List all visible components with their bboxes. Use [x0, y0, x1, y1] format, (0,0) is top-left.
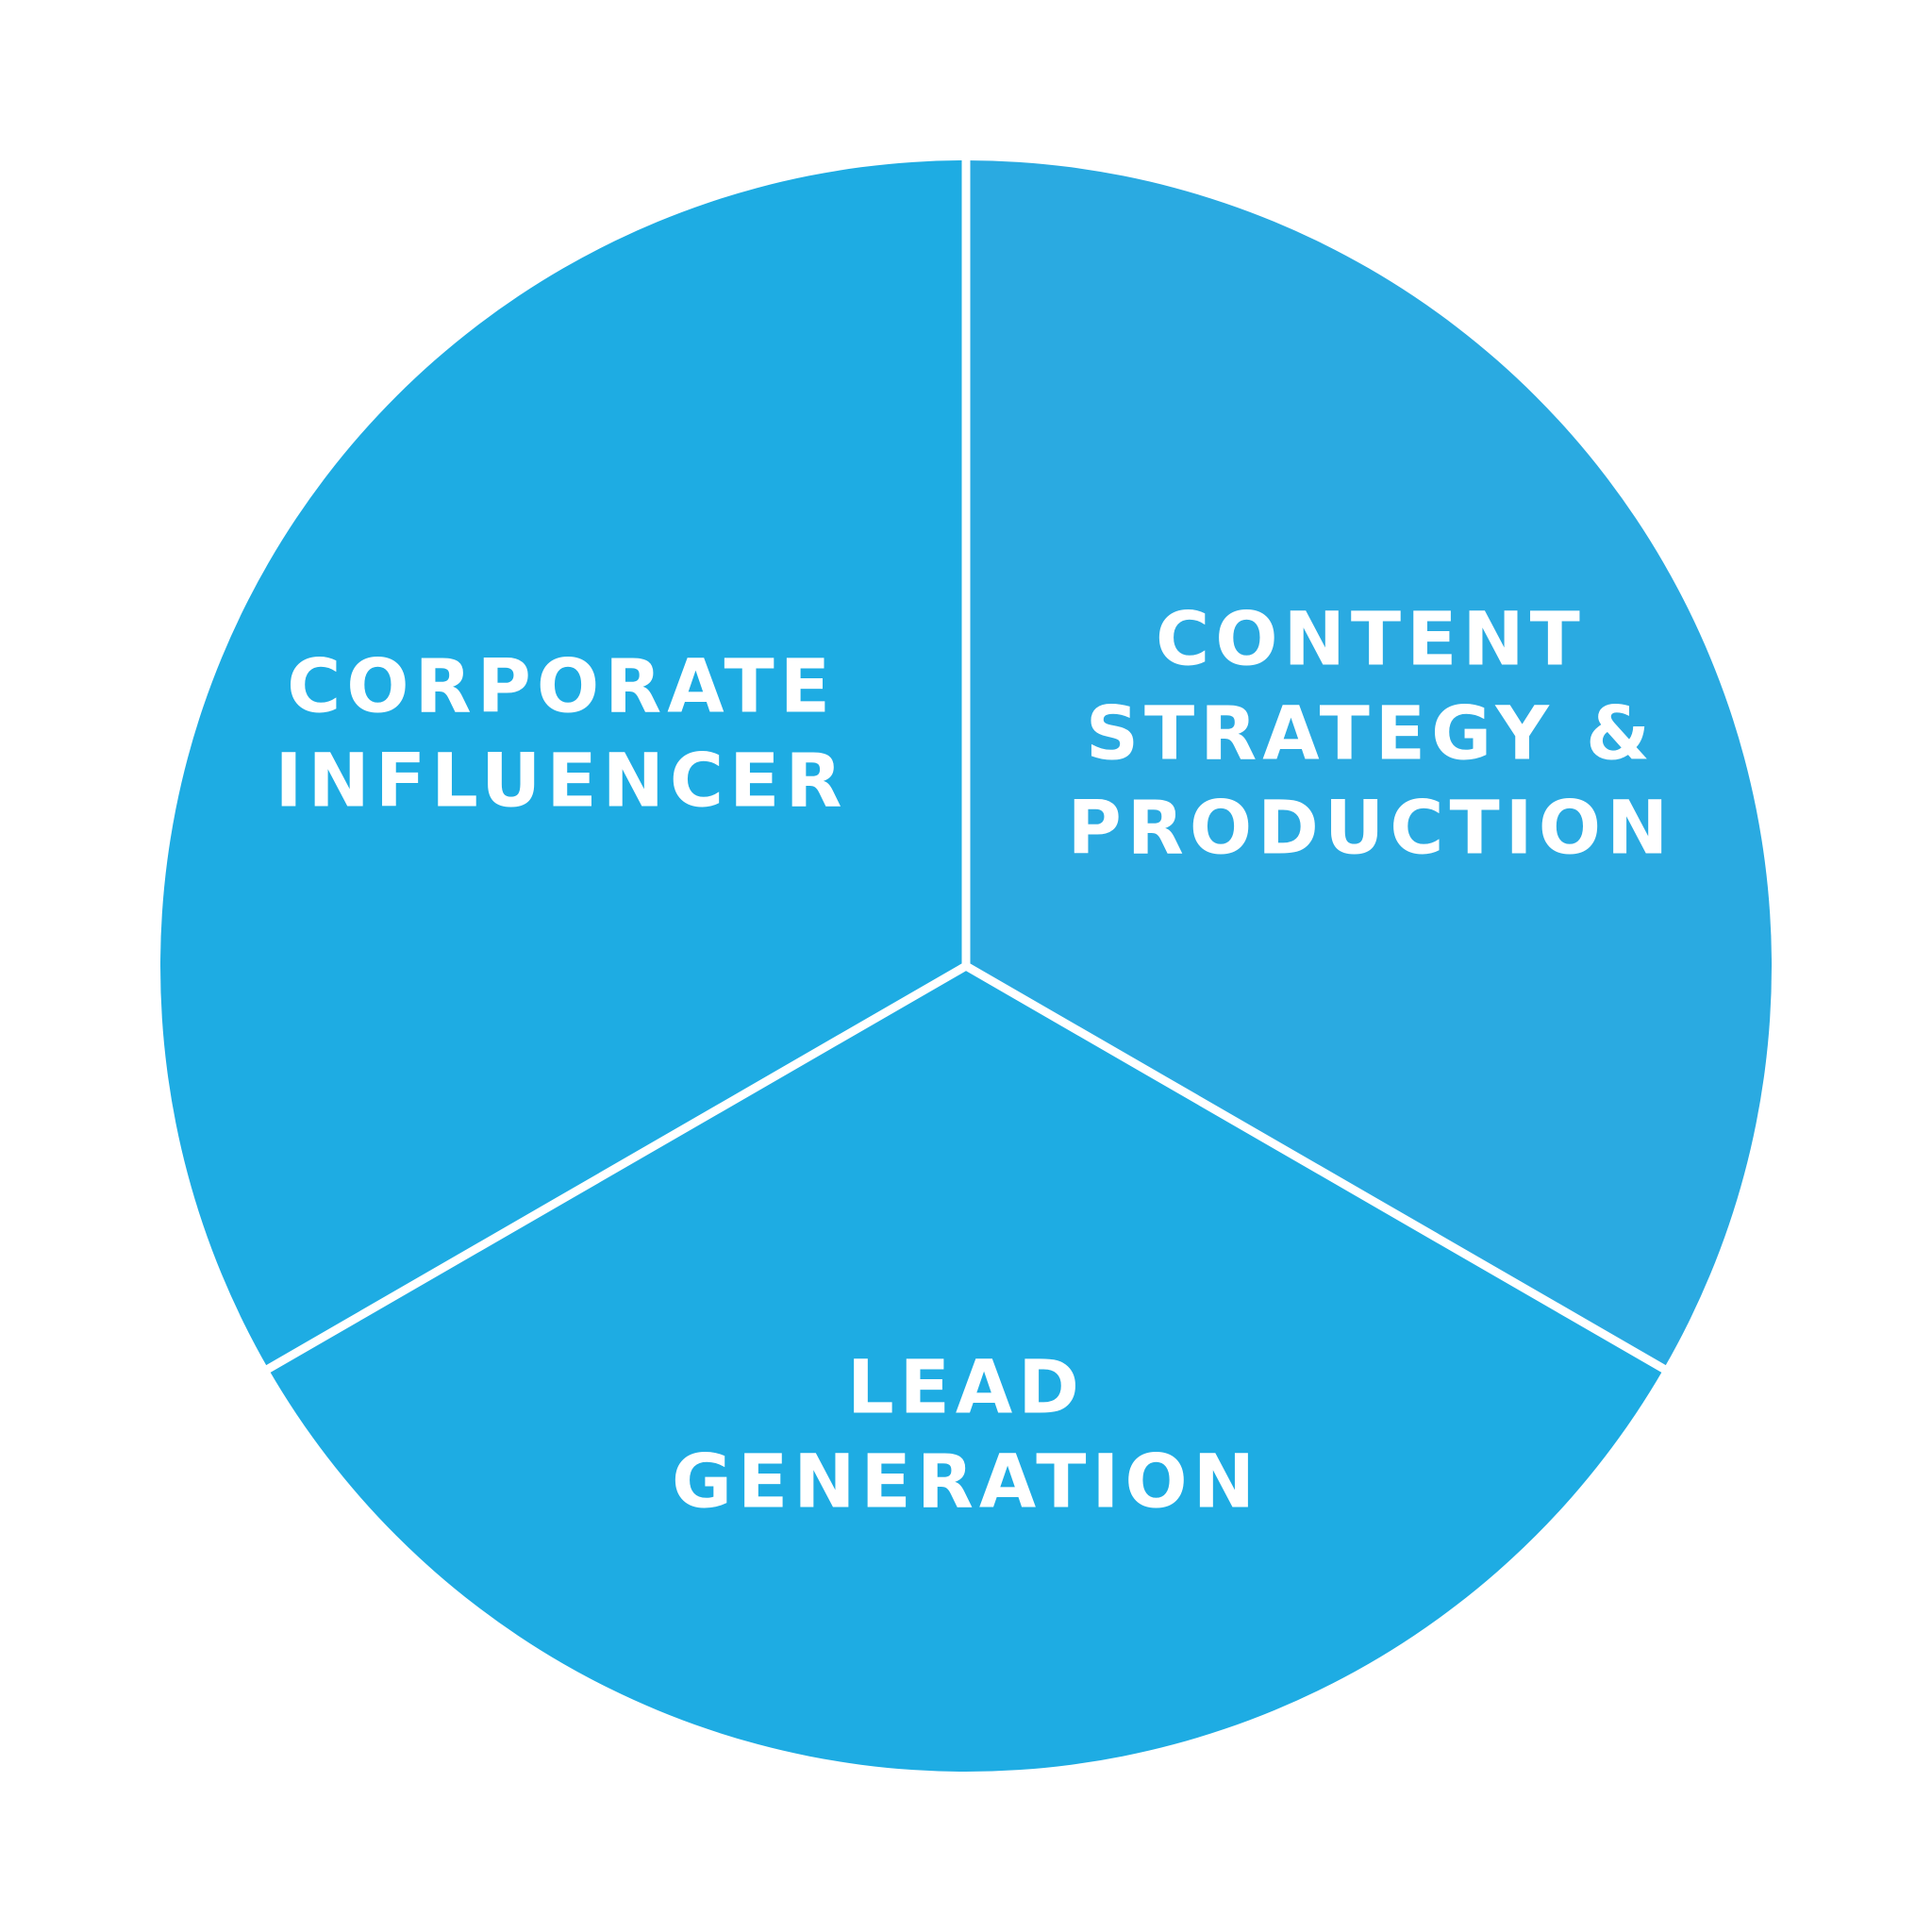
- pie-slice-label-1: CONTENT STRATEGY & PRODUCTION: [1068, 597, 1674, 871]
- pie-slice-label-2: LEAD GENERATION: [672, 1345, 1260, 1524]
- pie-slice-label-line: PRODUCTION: [1068, 786, 1674, 871]
- pie-slice-label-line: CORPORATE: [287, 644, 836, 729]
- pie-slice-label-line: GENERATION: [672, 1440, 1260, 1524]
- pie-separator-3: [264, 962, 969, 1374]
- pie-slice-3: [159, 160, 966, 1369]
- pie-separators: [264, 158, 1668, 1374]
- pie-slice-label-line: LEAD: [847, 1345, 1085, 1430]
- pie-separator-2: [963, 962, 1668, 1374]
- pie-slice-1: [966, 160, 1772, 1369]
- pie-slice-label-3: CORPORATE INFLUENCER: [275, 644, 848, 824]
- pie-labels: CONTENT STRATEGY & PRODUCTION LEAD GENERATIO…: [275, 597, 1674, 1524]
- pie-slice-label-line: STRATEGY &: [1086, 691, 1656, 776]
- pie-slice-label-line: CONTENT: [1156, 597, 1586, 682]
- pie-slice-label-line: INFLUENCER: [275, 739, 848, 824]
